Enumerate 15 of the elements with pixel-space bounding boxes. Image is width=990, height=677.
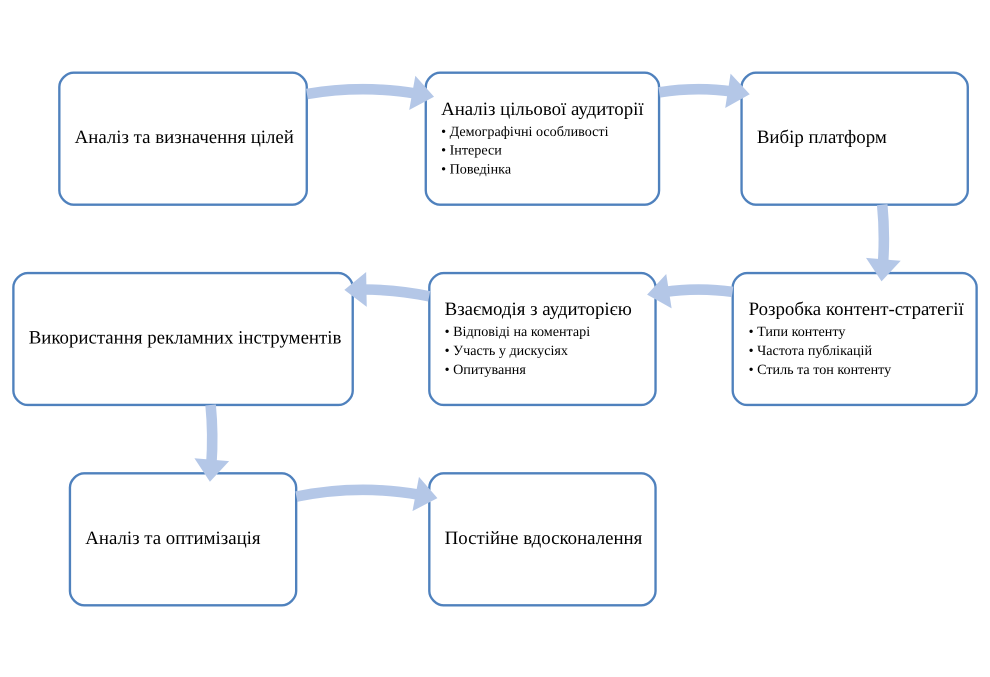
arrow bbox=[344, 271, 430, 306]
node-box: Аналіз та визначення цілей bbox=[58, 71, 308, 206]
arrow bbox=[658, 73, 750, 108]
node-box: Вибір платформ bbox=[740, 71, 969, 206]
arrow bbox=[194, 404, 230, 482]
arrow bbox=[866, 204, 901, 281]
node-box: Використання рекламних інструментів bbox=[12, 271, 354, 406]
arrow bbox=[647, 273, 734, 308]
node-box: Аналіз та оптимізація bbox=[68, 472, 298, 606]
arrow bbox=[306, 75, 434, 110]
arrow bbox=[295, 476, 438, 511]
node-box: Взаємодія з аудиторією • Відповіді на коментарі • Участь у дискусіях • Опитування bbox=[428, 271, 657, 406]
node-box: Розробка контент-стратегії • Типи контенту • Частота публікацій • Стиль та тон контенту bbox=[732, 271, 978, 406]
node-box: Постійне вдосконалення bbox=[428, 472, 657, 606]
node-box: Аналіз цільової аудиторії • Демографічні особливості • Інтереси • Поведінка bbox=[424, 71, 660, 206]
